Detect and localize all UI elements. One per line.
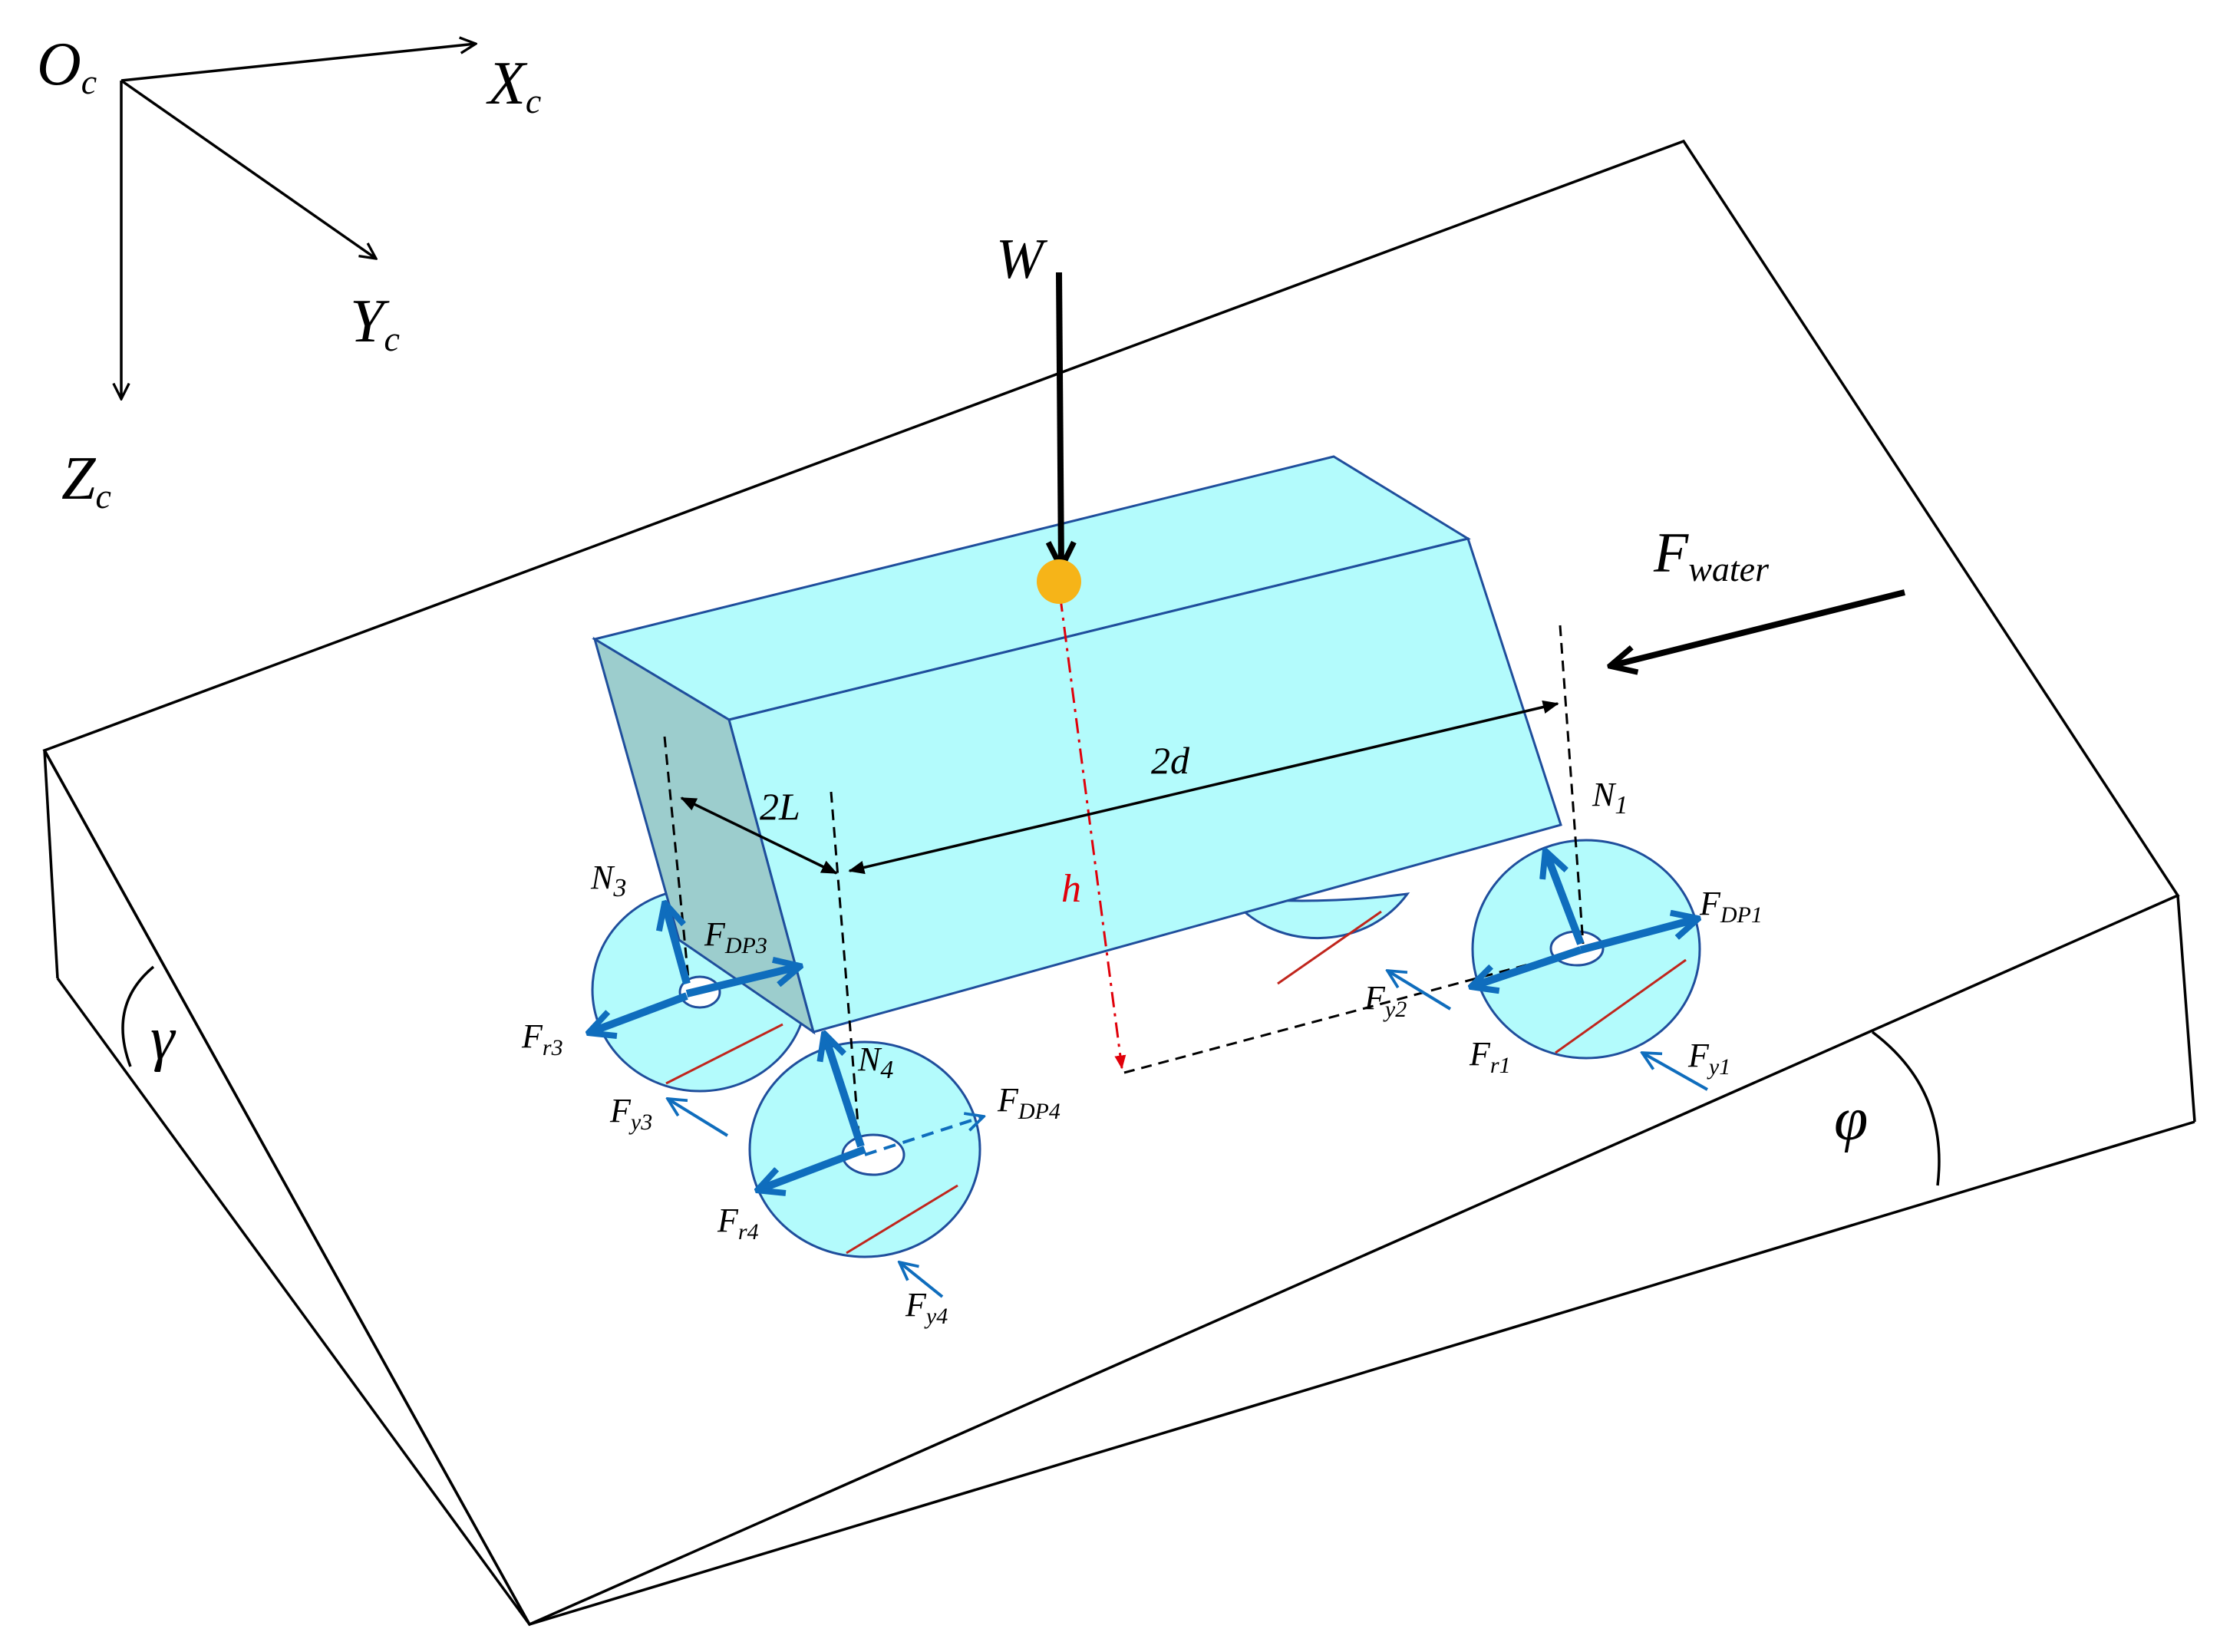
slope-front-left-edge xyxy=(43,750,59,979)
y-axis-label: Yc xyxy=(350,288,400,358)
normal-force-4-arrow xyxy=(825,1036,865,1148)
wheel-1-vertical-ref xyxy=(1559,625,1585,945)
water-force-arrow xyxy=(1610,589,1905,666)
dimension-2L-arrow xyxy=(680,796,838,875)
rolling-resistance-1-arrow xyxy=(1473,946,1582,986)
angle-gamma-arc xyxy=(121,965,155,1067)
drawbar-pull-1-arrow xyxy=(1579,919,1696,954)
wheel-1-tread-line xyxy=(1555,958,1687,1054)
slope-left-ridge xyxy=(43,750,531,1625)
wheel-2-tread-line xyxy=(1277,910,1382,985)
cg-height-line xyxy=(1054,585,1126,1070)
drawbar-pull-1-label: FDP1 xyxy=(1699,885,1763,928)
angle-phi-arc xyxy=(1871,1030,1941,1186)
normal-force-3-label: N3 xyxy=(590,859,626,902)
slope-front-right-edge xyxy=(2176,895,2196,1123)
cg-height-label: h xyxy=(1061,867,1081,911)
slope-right-base-edge xyxy=(529,1120,2195,1626)
lateral-force-3-label: Fy3 xyxy=(609,1092,652,1135)
drawbar-pull-3-label: FDP3 xyxy=(704,915,767,958)
lateral-force-2-arrow xyxy=(1387,971,1452,1011)
rolling-resistance-3-arrow xyxy=(591,992,688,1032)
rolling-resistance-3-label: Fr3 xyxy=(521,1017,563,1060)
dimension-2d-label: 2d xyxy=(1151,739,1190,782)
normal-force-4-label: N4 xyxy=(857,1040,893,1084)
weight-label: W xyxy=(996,228,1048,291)
wheel-forces xyxy=(591,853,1708,1298)
normal-force-3-arrow xyxy=(665,905,691,985)
origin-label: Oc xyxy=(37,31,97,101)
angle-phi-label: φ xyxy=(1834,1086,1868,1153)
lateral-force-2-label: Fy2 xyxy=(1364,979,1407,1022)
z-axis-label: Zc xyxy=(61,445,111,516)
drawbar-pull-3-arrow xyxy=(685,967,798,997)
normal-force-1-arrow xyxy=(1546,853,1585,945)
wheel-3-vertical-ref xyxy=(663,736,690,979)
drawbar-pull-4-label: FDP4 xyxy=(997,1081,1061,1124)
angle-gamma-label: γ xyxy=(150,1005,176,1073)
center-of-gravity-marker xyxy=(1037,559,1081,604)
normal-force-1-label: N1 xyxy=(1592,776,1628,819)
x-axis-label: Xc xyxy=(486,50,541,120)
y-axis-arrow xyxy=(120,79,376,259)
axle-line-front xyxy=(1123,950,1578,1074)
drawbar-pull-4-arrow xyxy=(864,1116,984,1156)
slope-left-base-edge xyxy=(56,977,531,1626)
lateral-force-3-arrow xyxy=(668,1099,729,1137)
rolling-resistance-1-label: Fr1 xyxy=(1469,1035,1511,1078)
dimension-2d-arrow xyxy=(848,700,1559,875)
lateral-force-1-label: Fy1 xyxy=(1687,1037,1730,1080)
coordinate-frame xyxy=(121,44,476,399)
rolling-resistance-4-label: Fr4 xyxy=(717,1202,759,1245)
lateral-force-4-arrow xyxy=(899,1262,944,1298)
lateral-force-1-arrow xyxy=(1642,1053,1708,1091)
dimension-2L-label: 2L xyxy=(760,785,800,828)
wheel-4-tread-line xyxy=(846,1184,958,1255)
rolling-resistance-4-arrow xyxy=(760,1146,866,1189)
x-axis-arrow xyxy=(120,44,476,82)
weight-arrow xyxy=(1059,272,1061,568)
wheel-3-tread-line xyxy=(665,1023,783,1085)
water-force-label: Fwater xyxy=(1653,522,1770,589)
lateral-force-4-label: Fy4 xyxy=(905,1286,948,1329)
